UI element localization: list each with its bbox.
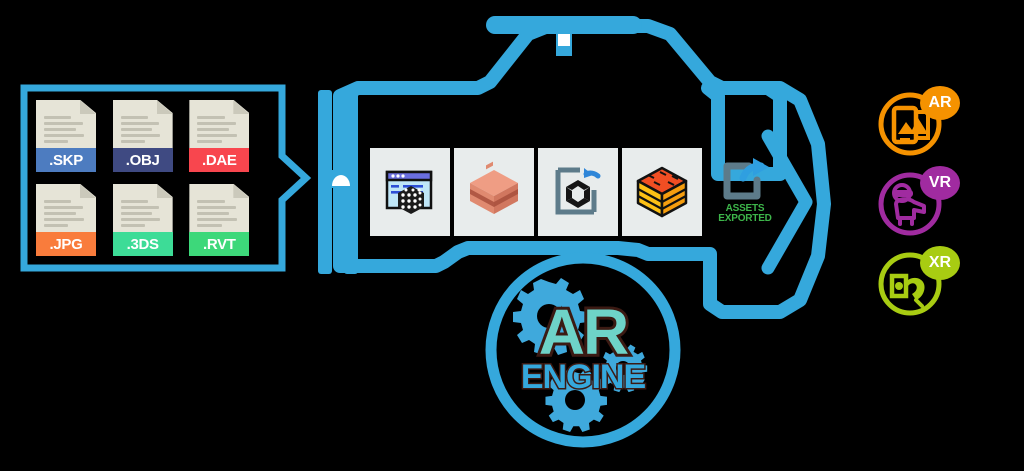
file-lines [197,200,241,230]
file-extension-band: .RVT [189,232,250,256]
file-extension-band: .OBJ [112,148,173,172]
input-bracket [20,84,312,272]
file-card[interactable]: .SKP [36,100,96,172]
connector-dome-icon [332,175,350,186]
output-targets: AR VR XR [876,86,962,318]
file-lines [197,116,241,146]
file-extension-band: .3DS [112,232,173,256]
output-tag-text: XR [928,254,952,271]
share-export-icon [723,158,769,200]
file-lines [120,116,165,146]
file-card[interactable]: .3DS [112,184,173,256]
engine-right-chevron-icon [761,129,813,275]
engine-outline-overlay [486,16,642,56]
tool-panel-browser-3d[interactable] [370,148,450,236]
file-extension-label: .SKP [49,151,83,169]
vr-headset-person-icon [878,172,942,236]
ar-phone-scene-icon [878,92,942,156]
file-extension-band: .DAE [189,148,250,172]
file-extension-label: .DAE [202,151,237,169]
file-lines [44,200,88,230]
file-card[interactable]: .RVT [189,184,250,256]
file-format-list: .SKP .OBJ .DAE .JPG .3DS [36,100,256,260]
output-badge-vr[interactable]: VR [876,166,962,238]
file-lines [44,116,88,146]
output-tag-label: VR [920,166,960,200]
ar-engine-subtitle: ENGINE [519,358,647,396]
output-badge-xr[interactable]: XR [876,246,962,318]
output-tag-text: VR [928,174,952,191]
file-extension-band: .SKP [36,148,96,172]
file-extension-label: .3DS [126,235,159,253]
file-card[interactable]: .DAE [189,100,250,172]
ar-engine-title: AR [536,296,632,368]
tool-panel-mesh-block[interactable] [454,148,534,236]
file-card[interactable]: .JPG [36,184,96,256]
assets-exported-label: ASSETS EXPORTED [718,203,772,224]
file-extension-label: .RVT [202,235,236,253]
output-badge-ar[interactable]: AR [876,86,962,158]
engine-top-bar [486,16,642,34]
output-tag-text: AR [928,94,952,111]
file-extension-label: .OBJ [125,151,160,169]
tool-panel-brick-cube[interactable] [622,148,702,236]
brick-cube-icon [636,166,688,218]
engine-left-connector [318,86,358,274]
xr-device-hand-icon [878,252,942,316]
output-tag-label: XR [920,246,960,280]
assets-exported-block: ASSETS EXPORTED [708,158,782,224]
ar-engine-badge[interactable]: AR ENGINE [483,250,683,450]
engine-top-notch [558,34,570,46]
processing-toolbar [370,148,702,236]
file-extension-label: .JPG [49,235,83,253]
ar-engine-rings [485,252,681,448]
tool-panel-unity[interactable] [538,148,618,236]
output-tag-label: AR [920,86,960,120]
export-label-line2: EXPORTED [718,213,772,224]
gear-icon [513,278,648,432]
salmon-block-icon [470,161,518,214]
browser-3d-cube-icon [385,170,433,214]
file-lines [120,200,165,230]
file-card[interactable]: .OBJ [112,100,173,172]
export-label-line1: ASSETS [725,203,765,214]
file-extension-band: .JPG [36,232,96,256]
unity-reimport-icon [555,167,601,215]
